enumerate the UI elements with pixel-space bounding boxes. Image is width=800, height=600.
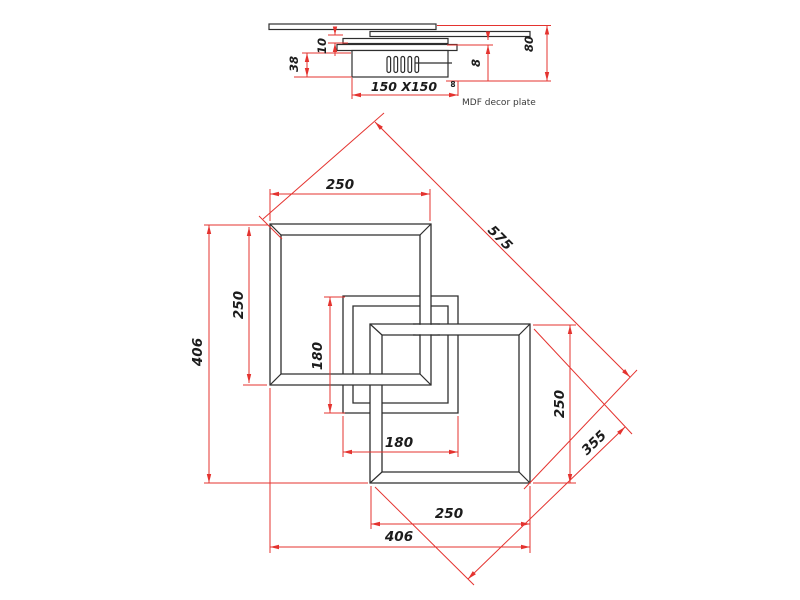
- dim-label-left-inner: 250: [231, 291, 247, 319]
- dim-label-mid-height: 180: [310, 342, 326, 370]
- dim-label-top-width: 250: [326, 177, 354, 193]
- material-label: MDF decor plate: [462, 98, 536, 108]
- dim-label-gap: 10: [315, 38, 329, 54]
- side-canopy-box: [351, 49, 449, 78]
- vent-slot: [407, 55, 413, 74]
- dim-label-diag-overall: 575: [484, 223, 515, 254]
- dim-label-diag-square: 355: [579, 428, 610, 459]
- side-decor-plate: [336, 43, 458, 52]
- vent-slots: [386, 55, 420, 74]
- vent-slot: [393, 55, 399, 74]
- side-view-dimensions: [294, 25, 551, 99]
- dim-label-canopy-size: 150 X150: [371, 79, 437, 94]
- square-top-left-250: [269, 223, 432, 386]
- side-view-geometry: [268, 23, 531, 78]
- note-small-thickness: 8: [450, 80, 455, 89]
- vent-slot: [386, 55, 392, 74]
- weave-patch-square3-over-square1: [413, 323, 440, 336]
- side-frame-bar-right: [369, 30, 531, 38]
- plan-view-dimensions: [204, 112, 638, 586]
- side-inner-frame-plate: [342, 37, 449, 45]
- dim-label-plate-thickness: 8: [469, 59, 483, 67]
- dim-label-bottom-width: 250: [435, 506, 463, 522]
- dim-label-bottom-overall: 406: [384, 529, 413, 545]
- square-middle-180: [342, 295, 459, 414]
- vent-slot: [400, 55, 406, 74]
- dim-label-mid-width: 180: [385, 435, 413, 451]
- dim-label-left-overall: 406: [190, 338, 206, 367]
- labels: 80 8 10 38 150 X150 8 MDF decor plate 25…: [190, 36, 610, 545]
- dim-label-total-height: 80: [522, 36, 536, 52]
- vent-slot: [414, 55, 420, 74]
- dim-label-canopy-height: 38: [287, 56, 301, 72]
- dim-label-right-height: 250: [552, 390, 568, 418]
- side-frame-bar-left: [268, 23, 437, 31]
